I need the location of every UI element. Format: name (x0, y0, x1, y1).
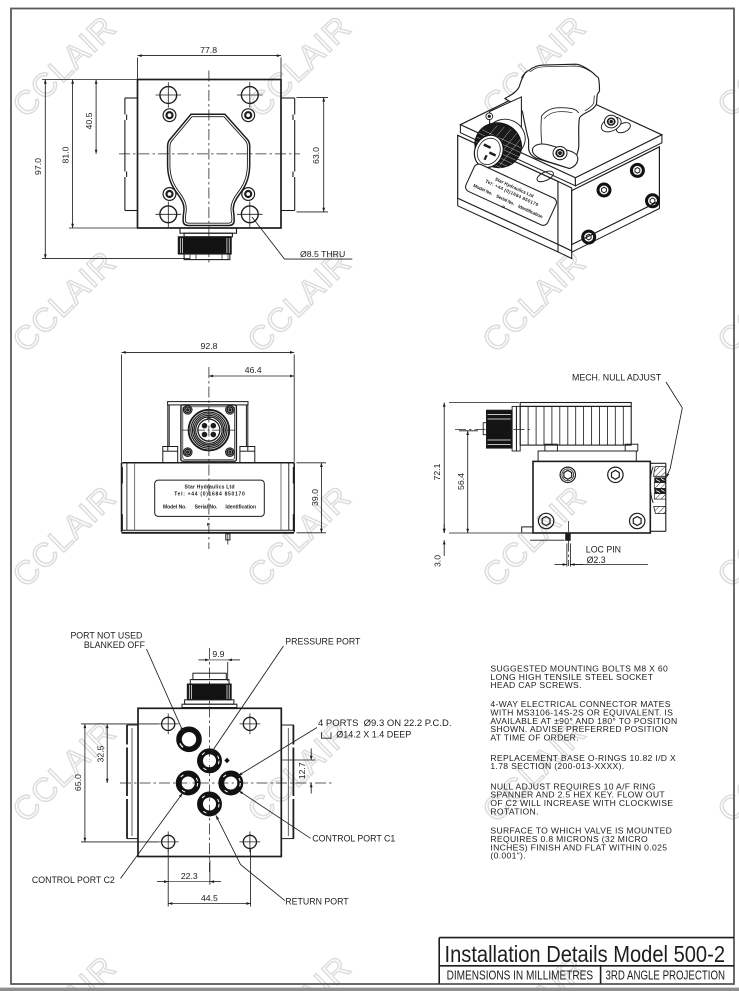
svg-text:Ø2.3: Ø2.3 (587, 555, 606, 565)
svg-text:WITH MS3106-14S-2S OR EQUIVALE: WITH MS3106-14S-2S OR EQUIVALENT. IS (490, 708, 673, 718)
svg-text:Tel: +44 (0)1684 850170: Tel: +44 (0)1684 850170 (174, 492, 245, 498)
svg-text:SURFACE TO WHICH VALVE IS MOUN: SURFACE TO WHICH VALVE IS MOUNTED (490, 826, 672, 836)
svg-text:AT TIME OF ORDER.: AT TIME OF ORDER. (490, 733, 579, 743)
svg-text:39.0: 39.0 (310, 489, 320, 506)
svg-text:Ø14.2 X 1.4 DEEP: Ø14.2 X 1.4 DEEP (336, 730, 411, 740)
svg-text:3RD ANGLE PROJECTION: 3RD ANGLE PROJECTION (606, 968, 726, 983)
svg-text:63.0: 63.0 (311, 147, 321, 164)
svg-text:4 PORTS Ø9.3 ON 22.2 P.C.D.: 4 PORTS Ø9.3 ON 22.2 P.C.D. (318, 718, 452, 728)
svg-text:AVAILABLE AT ±90° AND 180° TO: AVAILABLE AT ±90° AND 180° TO POSITION (490, 716, 677, 726)
svg-text:SHOWN. ADVISE PREFERRED POSITI: SHOWN. ADVISE PREFERRED POSITION (490, 724, 668, 734)
svg-text:DIMENSIONS IN MILLIMETRES: DIMENSIONS IN MILLIMETRES (447, 968, 594, 983)
svg-text:NULL ADJUST REQUIRES 10 A/F RI: NULL ADJUST REQUIRES 10 A/F RING (490, 781, 655, 791)
svg-text:12.7: 12.7 (297, 762, 307, 779)
svg-text:72.1: 72.1 (432, 463, 442, 480)
svg-text:REPLACEMENT BASE O-RINGS 10.82: REPLACEMENT BASE O-RINGS 10.82 I/D X (490, 753, 676, 763)
svg-text:OF C2 WILL INCREASE WITH CLOCK: OF C2 WILL INCREASE WITH CLOCKWISE (490, 798, 673, 808)
svg-text:P: P (207, 522, 210, 527)
svg-text:22.3: 22.3 (181, 871, 198, 881)
svg-text:LOC PIN: LOC PIN (586, 544, 621, 554)
svg-text:44.5: 44.5 (201, 893, 218, 903)
svg-text:SPANNER AND 2.5 HEX KEY. FLOW: SPANNER AND 2.5 HEX KEY. FLOW OUT (490, 790, 665, 800)
svg-text:CONTROL PORT C1: CONTROL PORT C1 (312, 833, 395, 843)
svg-text:97.0: 97.0 (33, 158, 43, 175)
svg-text:SUGGESTED MOUNTING BOLTS M8 X: SUGGESTED MOUNTING BOLTS M8 X 60 (490, 664, 668, 674)
svg-text:56.4: 56.4 (456, 473, 466, 490)
svg-text:PORT NOT USED: PORT NOT USED (70, 630, 142, 640)
svg-text:46.4: 46.4 (245, 365, 262, 375)
svg-text:4-WAY ELECTRICAL CONNECTOR MAT: 4-WAY ELECTRICAL CONNECTOR MATES (490, 699, 670, 709)
svg-text:PRESSURE PORT: PRESSURE PORT (285, 637, 361, 647)
svg-text:32.5: 32.5 (96, 745, 106, 762)
svg-text:9.9: 9.9 (212, 649, 224, 659)
svg-text:LONG HIGH TENSILE STEEL SOCKET: LONG HIGH TENSILE STEEL SOCKET (490, 672, 653, 682)
svg-text:3.0: 3.0 (432, 555, 442, 567)
svg-text:P: P (501, 204, 506, 210)
svg-text:MECH. NULL ADJUST: MECH. NULL ADJUST (572, 373, 662, 383)
svg-text:92.8: 92.8 (201, 341, 218, 351)
svg-text:1.78 SECTION (200-013-XXXX).: 1.78 SECTION (200-013-XXXX). (490, 761, 624, 771)
svg-text:CONTROL PORT C2: CONTROL PORT C2 (32, 875, 115, 885)
svg-text:Ø8.5 THRU: Ø8.5 THRU (300, 249, 345, 259)
svg-text:Star Hydraulics Ltd: Star Hydraulics Ltd (185, 484, 235, 490)
svg-text:REQUIRES 0.8 MICRONS (32 MICRO: REQUIRES 0.8 MICRONS (32 MICRO (490, 834, 648, 844)
svg-text:Installation Details Model 500: Installation Details Model 500-2 (445, 941, 726, 967)
svg-text:81.0: 81.0 (60, 146, 70, 163)
svg-text:RETURN PORT: RETURN PORT (285, 897, 349, 907)
svg-text:INCHES) FINISH AND FLAT WITHIN: INCHES) FINISH AND FLAT WITHIN 0.025 (490, 842, 667, 852)
svg-text:(0.001").: (0.001"). (490, 851, 526, 861)
svg-text:40.5: 40.5 (84, 112, 94, 129)
svg-text:HEAD CAP SCREWS.: HEAD CAP SCREWS. (490, 680, 581, 690)
svg-text:77.8: 77.8 (200, 45, 217, 55)
svg-text:65.0: 65.0 (73, 774, 83, 791)
svg-text:ROTATION.: ROTATION. (490, 806, 538, 816)
svg-text:BLANKED OFF: BLANKED OFF (84, 640, 146, 650)
svg-text:Model No. Serial No.: Model No. Serial No. Identification (163, 505, 256, 511)
